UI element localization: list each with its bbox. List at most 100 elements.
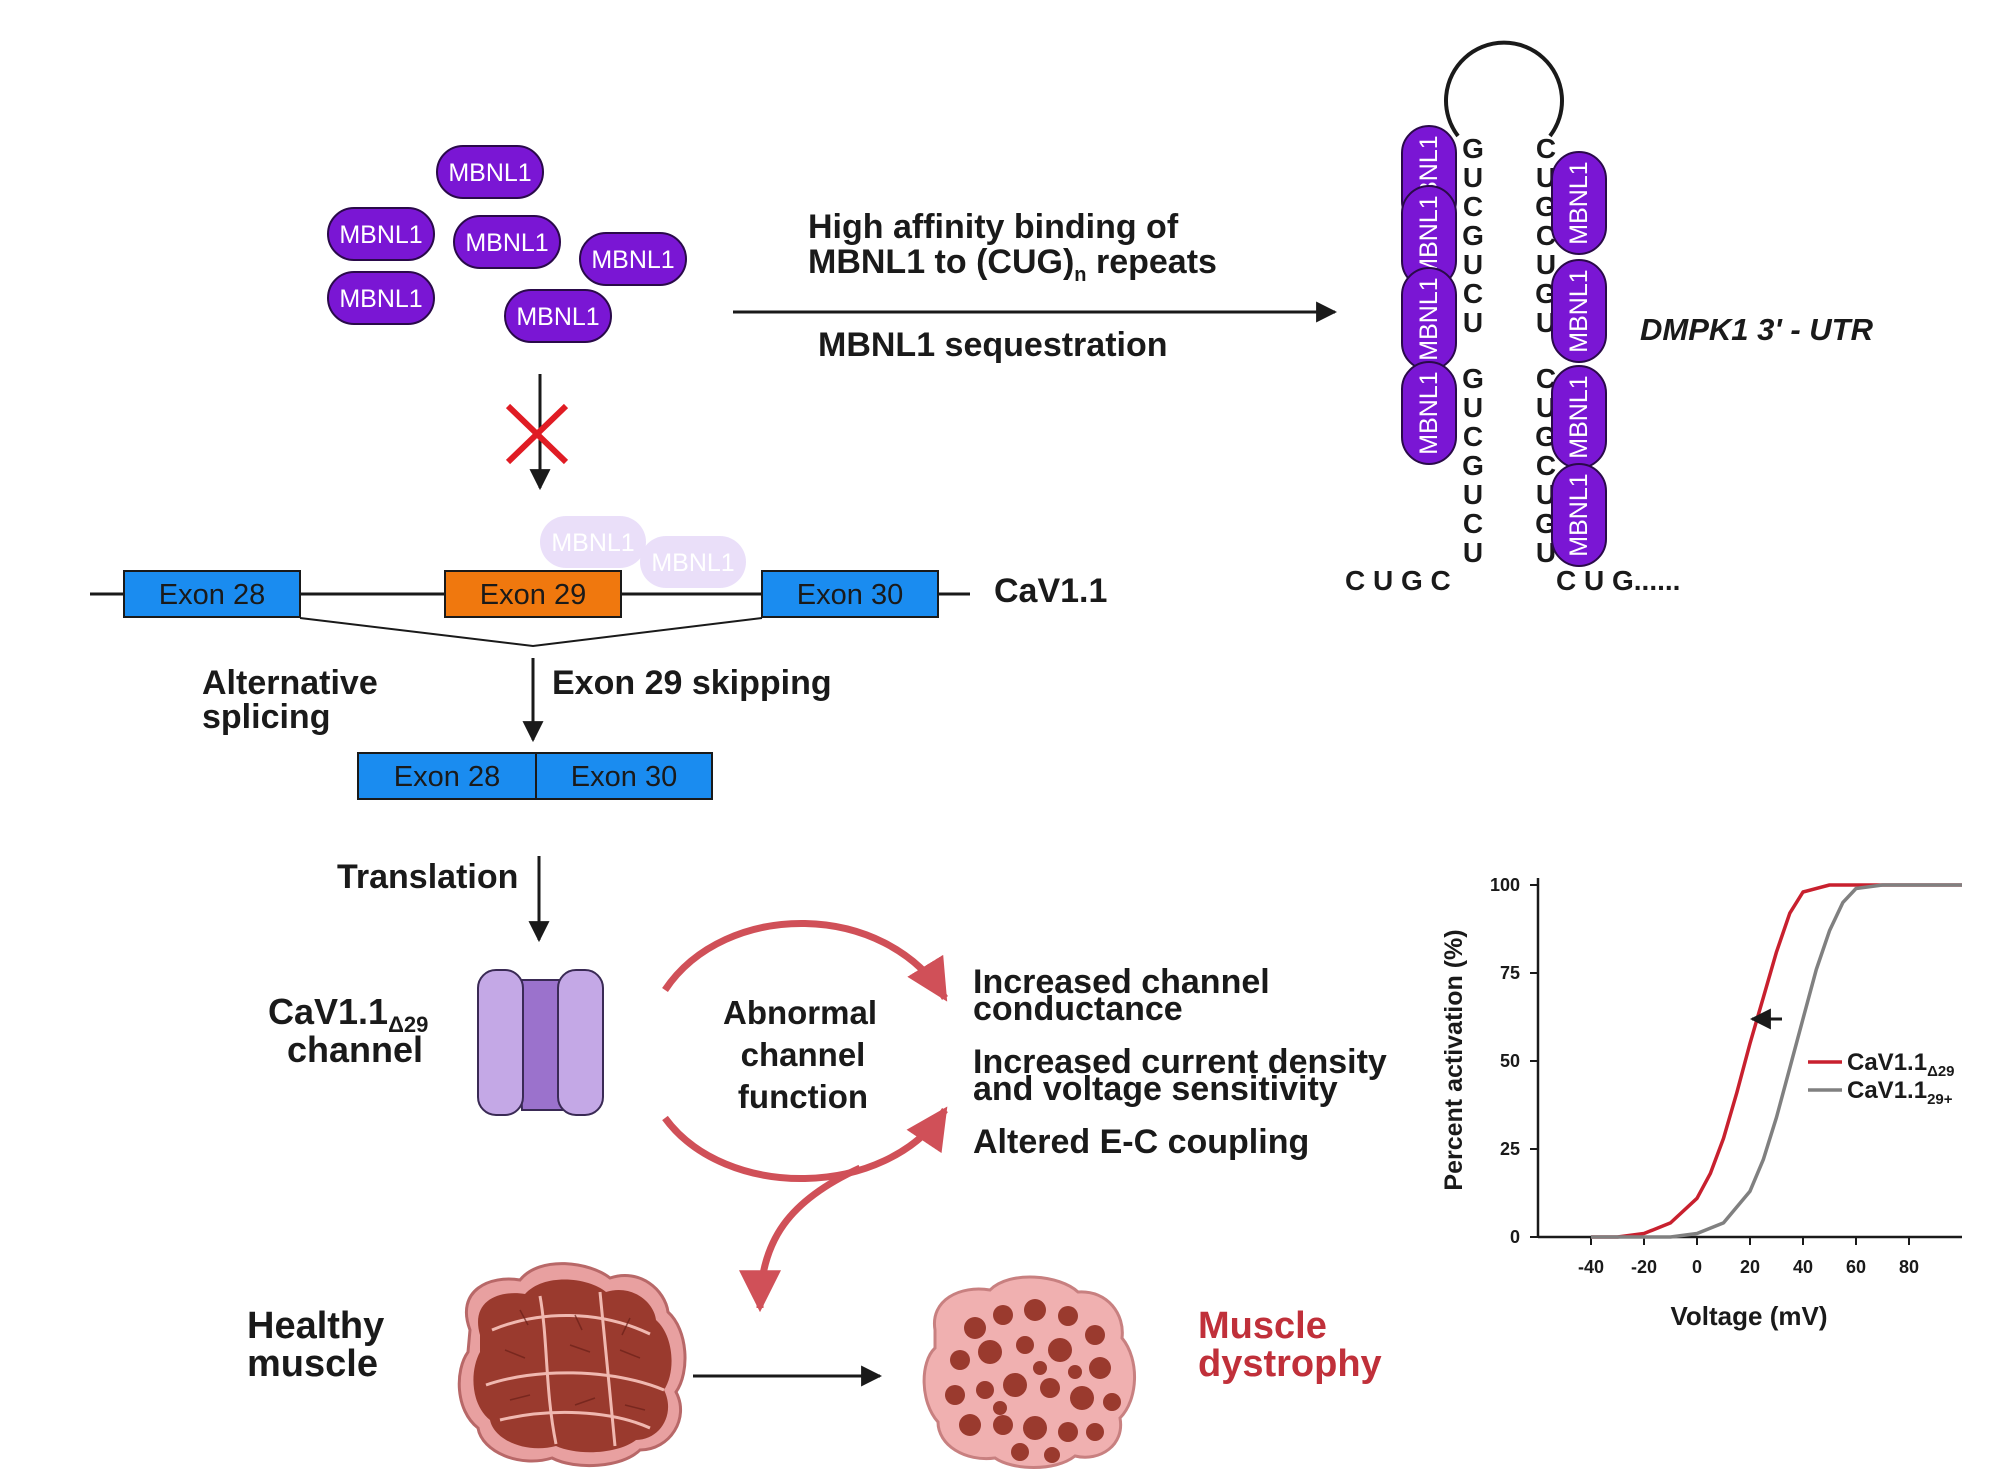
svg-text:Altered E-C coupling: Altered E-C coupling xyxy=(973,1123,1309,1161)
hairpin-tail-right: C U G...... xyxy=(1556,565,1680,596)
block-x-icon xyxy=(505,403,569,465)
svg-text:MBNL1: MBNL1 xyxy=(465,229,548,257)
healthy-label-line2: muscle xyxy=(247,1343,378,1385)
nucleotide: G xyxy=(1462,363,1484,394)
dmpk1-utr-label: DMPK1 3' - UTR xyxy=(1640,312,1874,347)
svg-text:function: function xyxy=(738,1078,868,1115)
dystrophy-label-line1: Muscle xyxy=(1198,1305,1327,1347)
exon-30: Exon 30 xyxy=(761,570,939,618)
binding-text-line1: High affinity binding of xyxy=(808,208,1179,246)
mbnl1-pill: MBNL1 xyxy=(453,215,561,269)
y-axis-label: Percent activation (%) xyxy=(1440,929,1468,1190)
nucleotide: G xyxy=(1462,220,1484,251)
cycle-arrow-bottom xyxy=(662,1106,948,1182)
svg-text:MBNL1: MBNL1 xyxy=(1565,269,1593,352)
x-tick-label: 0 xyxy=(1692,1257,1702,1277)
bound-mbnl1: MBNL1 xyxy=(1551,463,1607,567)
muscle-progression: Healthy muscle xyxy=(247,1262,1382,1469)
mbnl1-pill: MBNL1 xyxy=(327,271,435,325)
bound-mbnl1: MBNL1 xyxy=(1551,151,1607,255)
nucleotide: U xyxy=(1463,392,1483,423)
svg-text:MBNL1: MBNL1 xyxy=(551,529,634,557)
gene-name: CaV1.1 xyxy=(994,572,1107,610)
nucleotide: C xyxy=(1536,450,1556,481)
y-tick-label: 75 xyxy=(1500,963,1520,983)
svg-text:MBNL1: MBNL1 xyxy=(516,303,599,331)
svg-text:Exon 28: Exon 28 xyxy=(159,579,265,611)
alternative-splicing: Alternative splicing Exon 29 skipping Ex… xyxy=(202,658,832,800)
channel-name: CaV1.1Δ29 xyxy=(268,991,428,1037)
mbnl1-pill: MBNL1 xyxy=(540,516,646,568)
free-mbnl1-cluster: MBNL1 MBNL1 MBNL1 MBNL1 MBNL1 MBNL1 xyxy=(327,145,687,343)
nucleotide: U xyxy=(1536,249,1556,280)
healthy-label-line1: Healthy xyxy=(247,1305,384,1347)
x-tick-label: -40 xyxy=(1578,1257,1604,1277)
to-dystrophy-arrow xyxy=(739,1164,862,1313)
svg-text:MBNL1: MBNL1 xyxy=(1565,375,1593,458)
nucleotide: U xyxy=(1536,537,1556,568)
svg-text:channel: channel xyxy=(741,1036,866,1073)
svg-text:MBNL1: MBNL1 xyxy=(651,549,734,577)
svg-text:Exon 30: Exon 30 xyxy=(797,579,903,611)
svg-text:Increased channel: Increased channel xyxy=(973,963,1270,1001)
healthy-muscle-icon xyxy=(457,1262,687,1468)
svg-text:MBNL1: MBNL1 xyxy=(1565,161,1593,244)
y-tick-label: 50 xyxy=(1500,1051,1520,1071)
exon-28: Exon 28 xyxy=(123,570,301,618)
svg-text:MBNL1: MBNL1 xyxy=(1415,195,1443,278)
series-line-2 xyxy=(1591,883,1962,1239)
x-axis-label: Voltage (mV) xyxy=(1671,1301,1828,1331)
splicing-label-line1: Alternative xyxy=(202,664,378,702)
channel-label-line2: channel xyxy=(287,1029,423,1070)
mbnl1-pill: MBNL1 xyxy=(436,145,544,199)
svg-text:conductance: conductance xyxy=(973,990,1183,1028)
nucleotide: G xyxy=(1462,450,1484,481)
svg-text:and voltage sensitivity: and voltage sensitivity xyxy=(973,1070,1338,1108)
faded-mbnl1: MBNL1 MBNL1 xyxy=(540,516,746,588)
skipping-label: Exon 29 skipping xyxy=(552,664,832,702)
nucleotide: C xyxy=(1463,278,1483,309)
dystrophic-muscle-icon xyxy=(922,1275,1136,1469)
nucleotide: C xyxy=(1463,191,1483,222)
channel-effects: Increased channel conductance Increased … xyxy=(973,963,1387,1161)
mbnl1-pill: MBNL1 xyxy=(579,232,687,286)
svg-text:MBNL1: MBNL1 xyxy=(1415,277,1443,360)
y-tick-label: 25 xyxy=(1500,1139,1520,1159)
x-tick-label: 60 xyxy=(1846,1257,1866,1277)
sequestration-label: MBNL1 sequestration xyxy=(818,326,1168,364)
exon-29: Exon 29 xyxy=(444,570,622,618)
bound-mbnl1: MBNL1 xyxy=(1401,185,1457,289)
mbnl1-pill: MBNL1 xyxy=(640,536,746,588)
nucleotide: C xyxy=(1463,508,1483,539)
x-tick-label: -20 xyxy=(1631,1257,1657,1277)
nucleotide: G xyxy=(1462,133,1484,164)
nucleotide: U xyxy=(1463,307,1483,338)
nucleotide: C xyxy=(1536,363,1556,394)
nucleotide: U xyxy=(1463,162,1483,193)
svg-text:MBNL1: MBNL1 xyxy=(1565,473,1593,556)
translation-label: Translation xyxy=(337,858,518,896)
y-tick-label: 0 xyxy=(1510,1227,1520,1247)
svg-text:Increased current density: Increased current density xyxy=(973,1043,1387,1081)
x-tick-label: 80 xyxy=(1899,1257,1919,1277)
binding-text-line2: MBNL1 to (CUG)n repeats xyxy=(808,243,1217,286)
svg-text:MBNL1: MBNL1 xyxy=(1415,371,1443,454)
translation-step: Translation xyxy=(337,856,550,943)
svg-text:MBNL1: MBNL1 xyxy=(591,246,674,274)
channel-icon xyxy=(477,969,604,1116)
svg-text:MBNL1: MBNL1 xyxy=(448,159,531,187)
mrna-exon-30: Exon 30 xyxy=(535,752,713,800)
splice-junction xyxy=(299,617,763,648)
svg-text:Exon 28: Exon 28 xyxy=(394,761,500,793)
svg-text:MBNL1: MBNL1 xyxy=(339,285,422,313)
abnormal-function-cycle: Abnormal channel function xyxy=(662,920,948,1313)
cav11-gene: Exon 28 Exon 29 Exon 30 CaV1.1 xyxy=(90,570,1107,648)
svg-text:Exon 29: Exon 29 xyxy=(480,579,586,611)
bound-mbnl1: MBNL1 xyxy=(1401,361,1457,465)
splicing-label-line2: splicing xyxy=(202,698,330,736)
cycle-arrow-top xyxy=(662,920,948,1002)
dystrophy-label-line2: dystrophy xyxy=(1198,1343,1382,1385)
